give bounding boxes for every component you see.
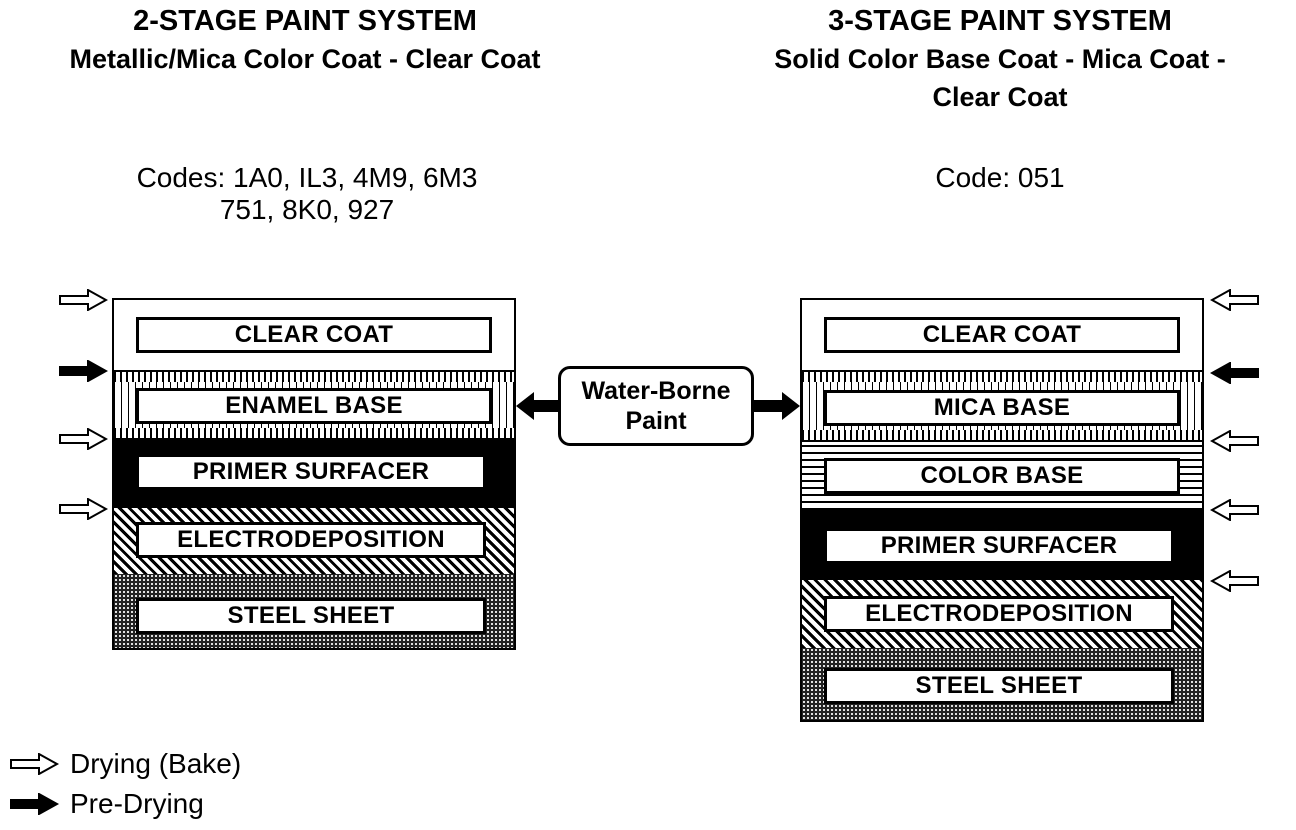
right-layer-stack: CLEAR COAT MICA BASE COLOR BASE PRIMER S… [800,298,1204,722]
right-layer-label: PRIMER SURFACER [824,528,1174,564]
right-layer-mica-base: MICA BASE [802,370,1202,442]
left-layer-primer-surfacer: PRIMER SURFACER [114,440,514,508]
left-layer-clear-coat: CLEAR COAT [114,300,514,370]
right-layer-label: MICA BASE [824,390,1180,426]
drying-arrow-icon [59,428,108,450]
water-borne-left-arrow-icon [516,392,560,420]
left-codes: Codes: 1A0, IL3, 4M9, 6M3 751, 8K0, 927 [0,162,614,226]
left-layer-label: CLEAR COAT [136,317,492,353]
drying-arrow-icon [1210,430,1259,452]
left-layer-label: ENAMEL BASE [136,388,492,424]
water-borne-paint-label: Water-Borne Paint [558,366,754,446]
legend-pre-drying: Pre-Drying [8,788,204,820]
left-system-title: 2-STAGE PAINT SYSTEM [133,5,477,37]
water-borne-line2: Paint [625,407,687,435]
drying-arrow-icon [10,753,60,775]
left-layer-electrodeposition: ELECTRODEPOSITION [114,508,514,574]
left-layer-stack: CLEAR COAT ENAMEL BASE PRIMER SURFACER E… [112,298,516,650]
pre-drying-arrow-icon [1210,362,1259,384]
drying-arrow-icon [59,289,108,311]
left-layer-steel-sheet: STEEL SHEET [114,574,514,648]
right-codes-line1: Code: 051 [935,162,1065,193]
right-layer-clear-coat: CLEAR COAT [802,300,1202,370]
left-layer-label: PRIMER SURFACER [136,454,486,490]
water-borne-right-arrow-icon [754,392,800,420]
right-layer-electrodeposition: ELECTRODEPOSITION [802,580,1202,648]
right-layer-primer-surfacer: PRIMER SURFACER [802,510,1202,580]
left-layer-label: ELECTRODEPOSITION [136,522,486,558]
legend-pre-drying-label: Pre-Drying [70,788,204,819]
right-layer-color-base: COLOR BASE [802,442,1202,510]
drying-arrow-icon [1210,289,1259,311]
pre-drying-arrow-icon [10,793,60,815]
left-codes-line2: 751, 8K0, 927 [219,194,395,225]
left-system-title-block: 2-STAGE PAINT SYSTEM Metallic/Mica Color… [0,2,610,78]
drying-arrow-icon [59,498,108,520]
right-layer-label: ELECTRODEPOSITION [824,596,1174,632]
left-codes-line1: Codes: 1A0, IL3, 4M9, 6M3 [136,162,478,193]
water-borne-line1: Water-Borne [581,377,731,405]
left-layer-enamel-base: ENAMEL BASE [114,370,514,440]
right-layer-label: STEEL SHEET [824,668,1174,704]
drying-arrow-icon [1210,499,1259,521]
right-codes: Code: 051 [860,162,1140,194]
right-system-title: 3-STAGE PAINT SYSTEM [828,5,1172,37]
right-system-title-block: 3-STAGE PAINT SYSTEM Solid Color Base Co… [705,2,1295,116]
legend-drying-label: Drying (Bake) [70,748,242,779]
drying-arrow-icon [1210,570,1259,592]
left-system-subtitle: Metallic/Mica Color Coat - Clear Coat [69,44,541,74]
right-system-subtitle-1: Solid Color Base Coat - Mica Coat - [774,44,1226,74]
left-layer-label: STEEL SHEET [136,598,486,634]
legend-drying: Drying (Bake) [8,748,241,780]
right-system-subtitle-2: Clear Coat [932,82,1068,112]
pre-drying-arrow-icon [59,360,108,382]
right-layer-label: CLEAR COAT [824,317,1180,353]
right-layer-label: COLOR BASE [824,458,1180,494]
right-layer-steel-sheet: STEEL SHEET [802,648,1202,720]
